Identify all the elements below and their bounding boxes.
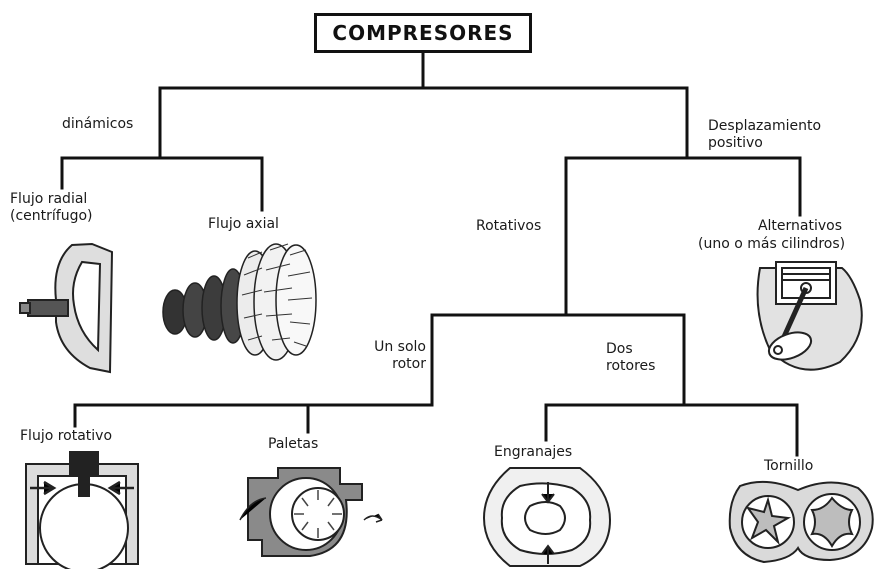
reciprocating-label-line1: Alternativos [757,218,843,234]
single-rotor-label-line2: rotor [392,356,426,372]
axial-compressor-icon [162,243,317,361]
gear-compressor-icon [482,467,612,567]
radial-flow-label-line2: (centrífugo) [10,208,93,224]
dynamic-branch-label: dinámicos [62,116,134,132]
axial-flow-label: Flujo axial [208,216,279,232]
screw-label: Tornillo [764,458,814,474]
rotary-label: Rotativos [476,218,542,234]
vanes-label: Paletas [268,436,319,452]
positive-displacement-label-line1: Desplazamiento [708,118,822,134]
rotary-flow-compressor-icon [25,451,139,569]
radial-flow-label-line1: Flujo radial [10,191,88,207]
double-rotor-label-line2: rotores [606,358,656,374]
diagram-title: COMPRESORES [314,13,532,53]
screw-compressor-icon [728,480,874,564]
single-rotor-label-line1: Un solo [374,339,426,355]
reciprocating-label-line2: (uno o más cilindros) [698,236,846,252]
centrifugal-compressor-icon [19,242,114,374]
rotary-flow-label: Flujo rotativo [20,428,113,444]
gears-label: Engranajes [494,444,573,460]
vane-compressor-icon [239,467,383,557]
positive-displacement-label-line2: positivo [708,135,763,151]
reciprocating-compressor-icon [756,261,863,371]
double-rotor-label-line1: Dos [606,341,633,357]
